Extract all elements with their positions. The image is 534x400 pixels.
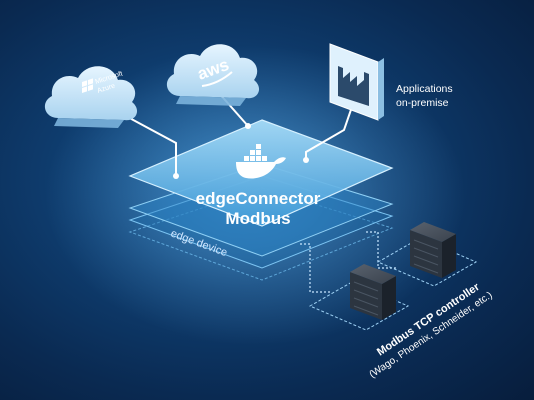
aws-cloud-shape	[166, 44, 260, 99]
connection-dot	[245, 123, 251, 129]
microsoft-windows-icon	[82, 78, 93, 93]
server-rack-icon	[410, 222, 456, 278]
app-tile-side	[378, 58, 384, 120]
connector-title-line1: edgeConnector	[196, 189, 321, 208]
server-right-side	[442, 234, 456, 278]
server-rack-icon	[350, 264, 396, 320]
azure-cloud: Microsoft Azure	[44, 66, 138, 128]
aws-smile-icon	[201, 71, 233, 87]
app-label-line2: on-premise	[396, 97, 449, 109]
aws-cloud: aws	[166, 44, 260, 106]
server-left-slots	[353, 281, 379, 316]
server-right-slots	[413, 239, 439, 274]
platform-layer-bottom	[128, 187, 394, 281]
connection-dots	[173, 123, 309, 179]
app-connection-line	[305, 97, 356, 160]
connection-dot	[173, 173, 179, 179]
server-left-top	[350, 264, 396, 284]
factory-app-tile	[329, 43, 384, 121]
connector-title-line2: Modbus	[225, 209, 290, 228]
server-left-side	[382, 276, 396, 320]
controller-cables	[300, 231, 396, 293]
factory-icon	[338, 66, 369, 106]
aws-cloud-shadow	[176, 96, 246, 106]
connection-dot	[303, 157, 309, 163]
docker-whale-icon	[236, 144, 286, 179]
cable-left	[300, 243, 330, 293]
azure-cloud-shape	[44, 66, 138, 121]
cable-right	[366, 231, 396, 269]
app-label-line1: Applications	[396, 83, 453, 95]
server-right-top	[410, 222, 456, 242]
azure-cloud-shadow	[54, 118, 124, 128]
controller-base-right	[376, 237, 478, 287]
